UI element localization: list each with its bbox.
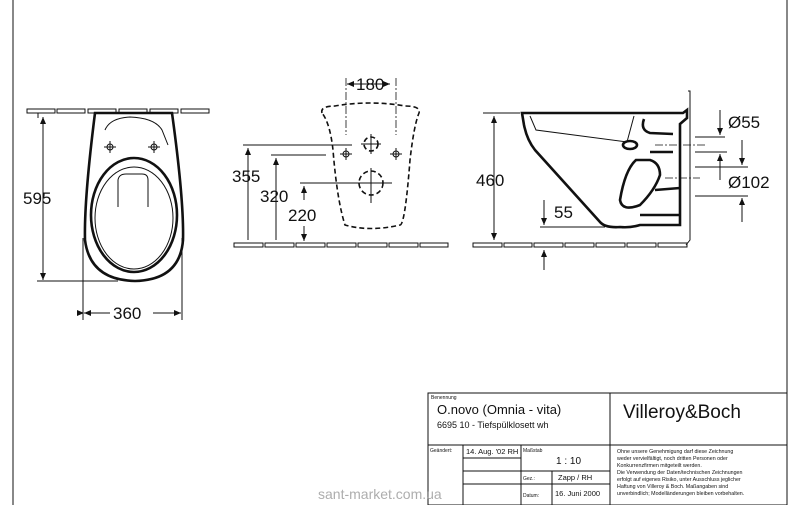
- date-value: 16. Juni 2000: [555, 489, 600, 498]
- drawn-value: Zapp / RH: [558, 473, 592, 482]
- notice-line: erfolgt auf eigenes Risiko, unter Aussch…: [617, 477, 741, 483]
- dim-diameter-102: Ø102: [728, 173, 770, 192]
- inlet-hole-icon: [361, 134, 381, 154]
- rear-view: 180 355 320 220: [232, 75, 449, 248]
- outlet-hole-icon: [356, 168, 392, 203]
- notice-line: unverbindlich; Modelländerungen bleiben …: [617, 491, 744, 497]
- drawing-frame: [12, 0, 788, 505]
- brand-logo: Villeroy&Boch: [623, 402, 741, 423]
- title-block: Benennung O.novo (Omnia - vita) 6695 10 …: [427, 392, 788, 505]
- dim-55: 55: [554, 203, 573, 222]
- side-view: 460 55 Ø55 Ø102: [472, 90, 770, 270]
- label-date: Datum:: [523, 493, 539, 499]
- notice-line: Konkurrenzfirmen mitgeteilt werden.: [617, 463, 702, 469]
- product-name: O.novo (Omnia - vita): [437, 402, 561, 417]
- label-name: Benennung: [431, 395, 457, 401]
- legal-notice: Ohne unsere Genehmigung darf diese Zeich…: [617, 449, 744, 497]
- dim-220: 220: [288, 206, 316, 225]
- notice-line: weder vervielfältigt, noch dritten Perso…: [617, 456, 728, 462]
- notice-line: Ohne unsere Genehmigung darf diese Zeich…: [617, 449, 733, 455]
- dim-diameter-55: Ø55: [728, 113, 760, 132]
- label-drawn: Gez.:: [523, 476, 535, 482]
- fixing-hole-icon: [148, 141, 160, 153]
- floor-line: [233, 242, 449, 248]
- label-scale: Maßstab: [523, 448, 543, 454]
- product-code: 6695 10 - Tiefspülklosett wh: [437, 420, 549, 430]
- dim-320: 320: [260, 187, 288, 206]
- dim-height-595: 595: [23, 189, 51, 208]
- fixing-hole-icon: [340, 148, 352, 160]
- dim-180: 180: [356, 75, 384, 94]
- front-view: 595 360: [23, 108, 210, 323]
- scale-value: 1 : 10: [556, 456, 581, 467]
- fixing-hole-icon: [104, 141, 116, 153]
- notice-line: Die Verwendung der Daten/technischen Zei…: [617, 470, 742, 476]
- dim-width-360: 360: [113, 304, 141, 323]
- watermark: sant-market.com.ua: [318, 486, 442, 502]
- dim-460: 460: [476, 171, 504, 190]
- fixing-hole-icon: [390, 148, 402, 160]
- changed-value: 14. Aug. '02 RH: [466, 447, 518, 456]
- label-changed: Geändert:: [430, 448, 452, 454]
- notice-line: Haftung von Villeroy & Boch. Maßangaben …: [617, 484, 728, 490]
- dim-355: 355: [232, 167, 260, 186]
- floor-line: [472, 242, 688, 248]
